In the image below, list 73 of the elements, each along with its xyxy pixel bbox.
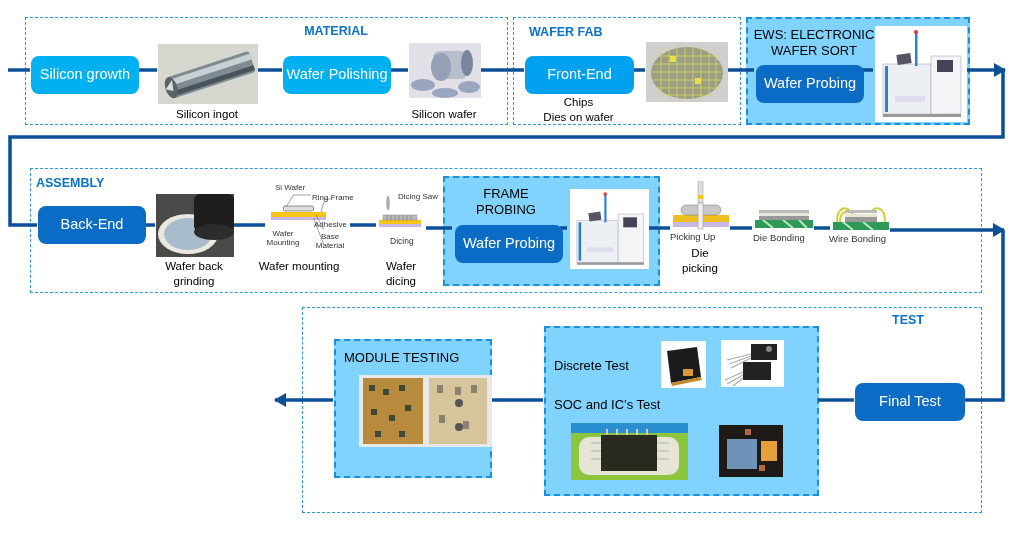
section-frame (513, 17, 741, 125)
node-label: Wafer dicing (384, 259, 418, 289)
flow-line (257, 68, 282, 72)
wafer-stack-drawing (409, 43, 481, 98)
flow-line (145, 223, 155, 227)
flow-line (964, 230, 1005, 402)
drawing-label: Dicing (390, 237, 414, 247)
drawing-label: Adhesive (314, 221, 347, 230)
flow-line (138, 68, 157, 72)
flow-line (480, 68, 524, 72)
flow-line (646, 226, 670, 230)
node-label: Silicon ingot (175, 107, 239, 122)
stage-title: EWS: ELECTRONIC WAFER SORT (752, 27, 876, 60)
flow-line (560, 226, 567, 230)
flow-line (350, 223, 376, 227)
drawing-label: Picking Up (670, 232, 716, 243)
flow-line (426, 226, 452, 230)
flow-line (818, 398, 854, 402)
node-label: Wafer mounting (258, 259, 340, 274)
process-box: Final Test (855, 383, 965, 421)
wire-bonding-drawing (831, 204, 891, 232)
drawing-label: Wire Bonding (829, 234, 887, 245)
flow-line (8, 70, 1005, 227)
section-title: MATERIAL (303, 24, 369, 40)
flow-line (730, 226, 752, 230)
wafer-grinding-drawing (156, 194, 234, 257)
stage-panel (443, 176, 660, 286)
node-label: Chips (562, 95, 595, 110)
flow-line (814, 226, 830, 230)
flow-line (491, 398, 543, 402)
drawing-label: Wafer Mounting (265, 230, 301, 248)
process-box: Wafer Probing (455, 225, 563, 263)
node-label: Silicon wafer (410, 107, 478, 122)
stage-title: MODULE TESTING (344, 350, 461, 367)
drawing-label: Si Wafer (275, 184, 306, 193)
flow-arrow (965, 63, 1006, 77)
flow-line (8, 68, 30, 72)
node-label: Die picking (681, 246, 719, 276)
flow-line (233, 223, 265, 227)
section-title: WAFER FAB (529, 25, 604, 41)
silicon-ingot-drawing (158, 44, 258, 104)
drawing-label: Dicing Saw (398, 193, 438, 202)
section-title: TEST (891, 313, 925, 329)
stage-panel (334, 339, 492, 478)
die-picking-drawing (671, 181, 731, 231)
stage-title: SOC and IC’s Test (554, 397, 662, 414)
drawing-label: Ring Frame (312, 194, 354, 203)
section-frame (25, 17, 508, 125)
flow-line (727, 68, 754, 72)
section-frame (30, 168, 982, 293)
stage-title: Discrete Test (554, 358, 630, 375)
process-box: Front-End (525, 56, 634, 94)
die-wafer-drawing (646, 42, 728, 102)
node-label: Dies on wafer (542, 110, 615, 125)
stage-title: FRAME PROBING (475, 186, 537, 219)
section-frame (302, 307, 982, 513)
stage-panel (746, 17, 970, 125)
prober-machine-drawing (875, 26, 967, 122)
process-box: Silicon growth (31, 56, 139, 94)
process-box: Wafer Polishing (283, 56, 391, 94)
flow-arrow (890, 223, 1005, 237)
flow-line (862, 68, 873, 72)
drawing-label: Base Material (314, 233, 346, 251)
prober-machine-drawing (570, 189, 649, 269)
process-box: Back-End (38, 206, 146, 244)
flow-line (633, 68, 645, 72)
flow-line (390, 68, 408, 72)
process-box: Wafer Probing (756, 65, 864, 103)
flow-arrow (274, 393, 333, 407)
section-title: ASSEMBLY (36, 176, 106, 192)
stage-panel (544, 326, 819, 496)
drawing-label: Die Bonding (753, 233, 805, 244)
node-label: Wafer back grinding (164, 259, 224, 289)
